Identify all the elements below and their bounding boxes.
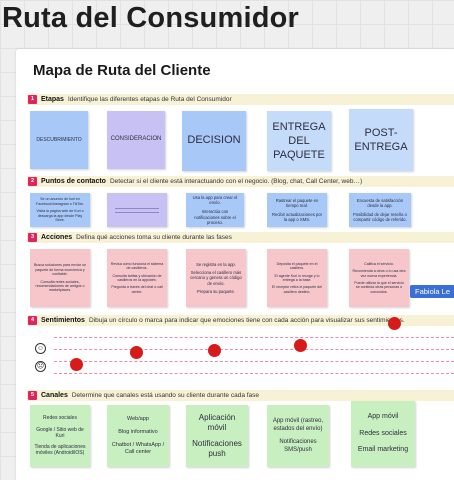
sticky-note-accion[interactable]: Se registra en la app. Selecciona el cas…: [186, 249, 246, 307]
note-text: Notificaciones SMS/push: [279, 439, 317, 453]
sticky-note-etapa[interactable]: ENTREGA DEL PAQUETE: [267, 111, 331, 171]
sticky-note-accion[interactable]: Deposita el paquete en el casillero. El …: [267, 249, 327, 307]
sticky-note-contacto[interactable]: Rastrear el paquete en tiempo real. Reci…: [267, 193, 327, 227]
note-text: DECISION: [187, 134, 241, 147]
note-text: Rastrear el paquete en tiempo real.: [275, 197, 319, 208]
note-text: Pregunta a través del chat o call center…: [111, 285, 163, 294]
sticky-note-canal[interactable]: App móvil Redes sociales Email marketing: [351, 401, 415, 467]
stage-bar-puntos-de-contacto: 2 Puntos de contacto Detectar si el clie…: [27, 176, 454, 187]
note-text: ENTREGA DEL PAQUETE: [272, 120, 326, 162]
sticky-note-contacto[interactable]: Se un anuncio de kuri en Facebook/Instag…: [30, 193, 90, 227]
note-text: Notificaciones push: [192, 439, 242, 458]
sentiment-dot[interactable]: [130, 346, 143, 359]
note-text: Consulta tarifas y ubicación de casiller…: [112, 273, 162, 282]
stage-bar-acciones: 3 Acciones Defina qué acciones toma su c…: [27, 232, 454, 243]
sticky-note-etapa[interactable]: DESCUBRIMIENTO: [30, 111, 88, 169]
sentiment-dot[interactable]: [208, 344, 221, 357]
stage-description: Dibuja un círculo o marca para indicar q…: [88, 317, 405, 324]
stage-name: Etapas: [41, 96, 64, 103]
sticky-note-accion[interactable]: Califica el servicio. Recomienda a otros…: [349, 249, 409, 307]
note-text: Deposita el paquete en el casillero.: [276, 261, 318, 271]
page-title: Ruta del Consumidor: [2, 2, 300, 34]
note-text: Interactúa con notificaciones sobre el p…: [194, 209, 236, 225]
sentiment-dot[interactable]: [388, 317, 401, 330]
stage-name: Puntos de contacto: [41, 178, 106, 185]
sticky-note-canal[interactable]: Web/app Blog informativo Chatbot / Whats…: [107, 405, 169, 467]
stage-number: 2: [28, 177, 37, 186]
note-text: Selecciona el casillero más cercano y ge…: [190, 270, 242, 286]
note-text: Web/app: [127, 416, 149, 423]
stage-name: Acciones: [41, 234, 73, 241]
note-line: [115, 207, 159, 209]
note-text: Visita la página web de Kuri o descarga …: [36, 209, 84, 223]
collaborator-cursor-label: Fabiola Le: [410, 285, 454, 298]
sad-face-icon: ☹: [35, 361, 46, 372]
note-text: Busca soluciones para enviar un paquete …: [34, 263, 86, 277]
stage-bar-etapas: 1 Etapas Identifique las diferentes etap…: [27, 94, 454, 105]
note-text: Prepara su paquete.: [197, 288, 235, 294]
stage-bar-sentimientos: 4 Sentimientos Dibuja un círculo o marca…: [27, 315, 454, 326]
note-text: POST-ENTREGA: [354, 126, 408, 153]
stage-name: Canales: [41, 392, 68, 399]
sticky-note-etapa[interactable]: CONSIDERACION: [107, 111, 165, 169]
stage-number: 1: [28, 95, 37, 104]
stage-description: Determine que canales está usando su cli…: [71, 392, 260, 399]
note-text: Puede utilizar la que el servicio se con…: [354, 281, 404, 294]
sticky-note-canal[interactable]: Redes sociales Google / Sitio web de Kur…: [30, 405, 90, 467]
sticky-note-contacto[interactable]: Encuesta de satisfacción desde la app. P…: [349, 193, 411, 227]
sentiment-guide-line: [54, 337, 454, 338]
note-text: El receptor retira el paquete del casill…: [271, 285, 323, 294]
note-text: App móvil (rastreo, estados del envío): [272, 418, 324, 432]
note-text: Se registra en la app.: [196, 261, 236, 267]
sentiment-dot[interactable]: [70, 358, 83, 371]
stage-number: 3: [28, 233, 37, 242]
stage-name: Sentimientos: [41, 317, 85, 324]
note-text: El agente Kuri lo recoge y lo entrega a …: [274, 273, 320, 282]
note-text: Tienda de aplicaciones móviles (Android/…: [34, 444, 86, 457]
stage-description: Detectar si el cliente está interactuand…: [109, 178, 363, 185]
board-title: Mapa de Ruta del Cliente: [33, 62, 211, 79]
journey-board[interactable]: Mapa de Ruta del Cliente 1 Etapas Identi…: [16, 49, 454, 480]
note-text: Chatbot / WhatsApp / Call center: [111, 442, 165, 455]
note-text: Google / Sitio web de Kuri: [36, 426, 84, 439]
note-text: Encuesta de satisfacción desde la app.: [356, 197, 404, 208]
note-text: Email marketing: [357, 446, 409, 454]
stage-description: Identifique las diferentes etapas de Rut…: [67, 96, 232, 103]
sentiment-guide-line: [54, 349, 454, 350]
sticky-note-accion[interactable]: Busca soluciones para enviar un paquete …: [30, 249, 90, 307]
happy-face-icon: ☺: [35, 343, 46, 354]
sticky-note-contacto[interactable]: Usa la app para crear el envío. Interact…: [186, 193, 244, 227]
note-text: Blog informativo: [118, 429, 158, 436]
stage-number: 5: [28, 391, 37, 400]
sticky-note-canal[interactable]: App móvil (rastreo, estados del envío) N…: [267, 405, 329, 467]
sticky-note-etapa[interactable]: DECISION: [182, 111, 246, 171]
note-text: App móvil: [367, 412, 399, 420]
stage-description: Defina qué acciones toma su cliente dura…: [76, 234, 232, 241]
note-text: Redes sociales: [43, 415, 77, 422]
stage-number: 4: [28, 316, 37, 325]
note-text: CONSIDERACION: [110, 136, 162, 143]
sentiment-guide-line: [54, 373, 454, 374]
stage-bar-canales: 5 Canales Determine que canales está usa…: [27, 390, 454, 401]
note-text: Aplicación móvil: [198, 413, 236, 432]
note-text: Se un anuncio de kuri en Facebook/Instag…: [36, 197, 84, 206]
sticky-note-accion[interactable]: Revisa cómo funciona el sistema de casil…: [107, 249, 167, 307]
sticky-note-canal[interactable]: Aplicación móvil Notificaciones push: [186, 405, 248, 467]
sticky-note-etapa[interactable]: POST-ENTREGA: [349, 109, 413, 171]
note-line: [115, 211, 159, 213]
note-text: Consulta redes sociales, recomendaciones…: [35, 279, 85, 293]
note-text: Revisa cómo funciona el sistema de casil…: [110, 261, 164, 271]
note-text: DESCUBRIMIENTO: [36, 136, 82, 143]
sentiment-dot[interactable]: [294, 339, 307, 352]
note-text: Redes sociales: [359, 429, 407, 437]
note-text: Posibilidad de dejar reseña o compartir …: [352, 212, 407, 223]
note-text: Recomienda a otros o lo usa otra vez nue…: [352, 269, 406, 278]
note-text: Recibir actualizaciones por la app o SMS…: [271, 212, 323, 223]
sentiment-guide-line: [54, 361, 454, 362]
sticky-note-contacto[interactable]: [107, 193, 167, 227]
note-text: Usa la app para crear el envío.: [192, 194, 238, 206]
note-text: Califica el servicio.: [364, 261, 394, 266]
